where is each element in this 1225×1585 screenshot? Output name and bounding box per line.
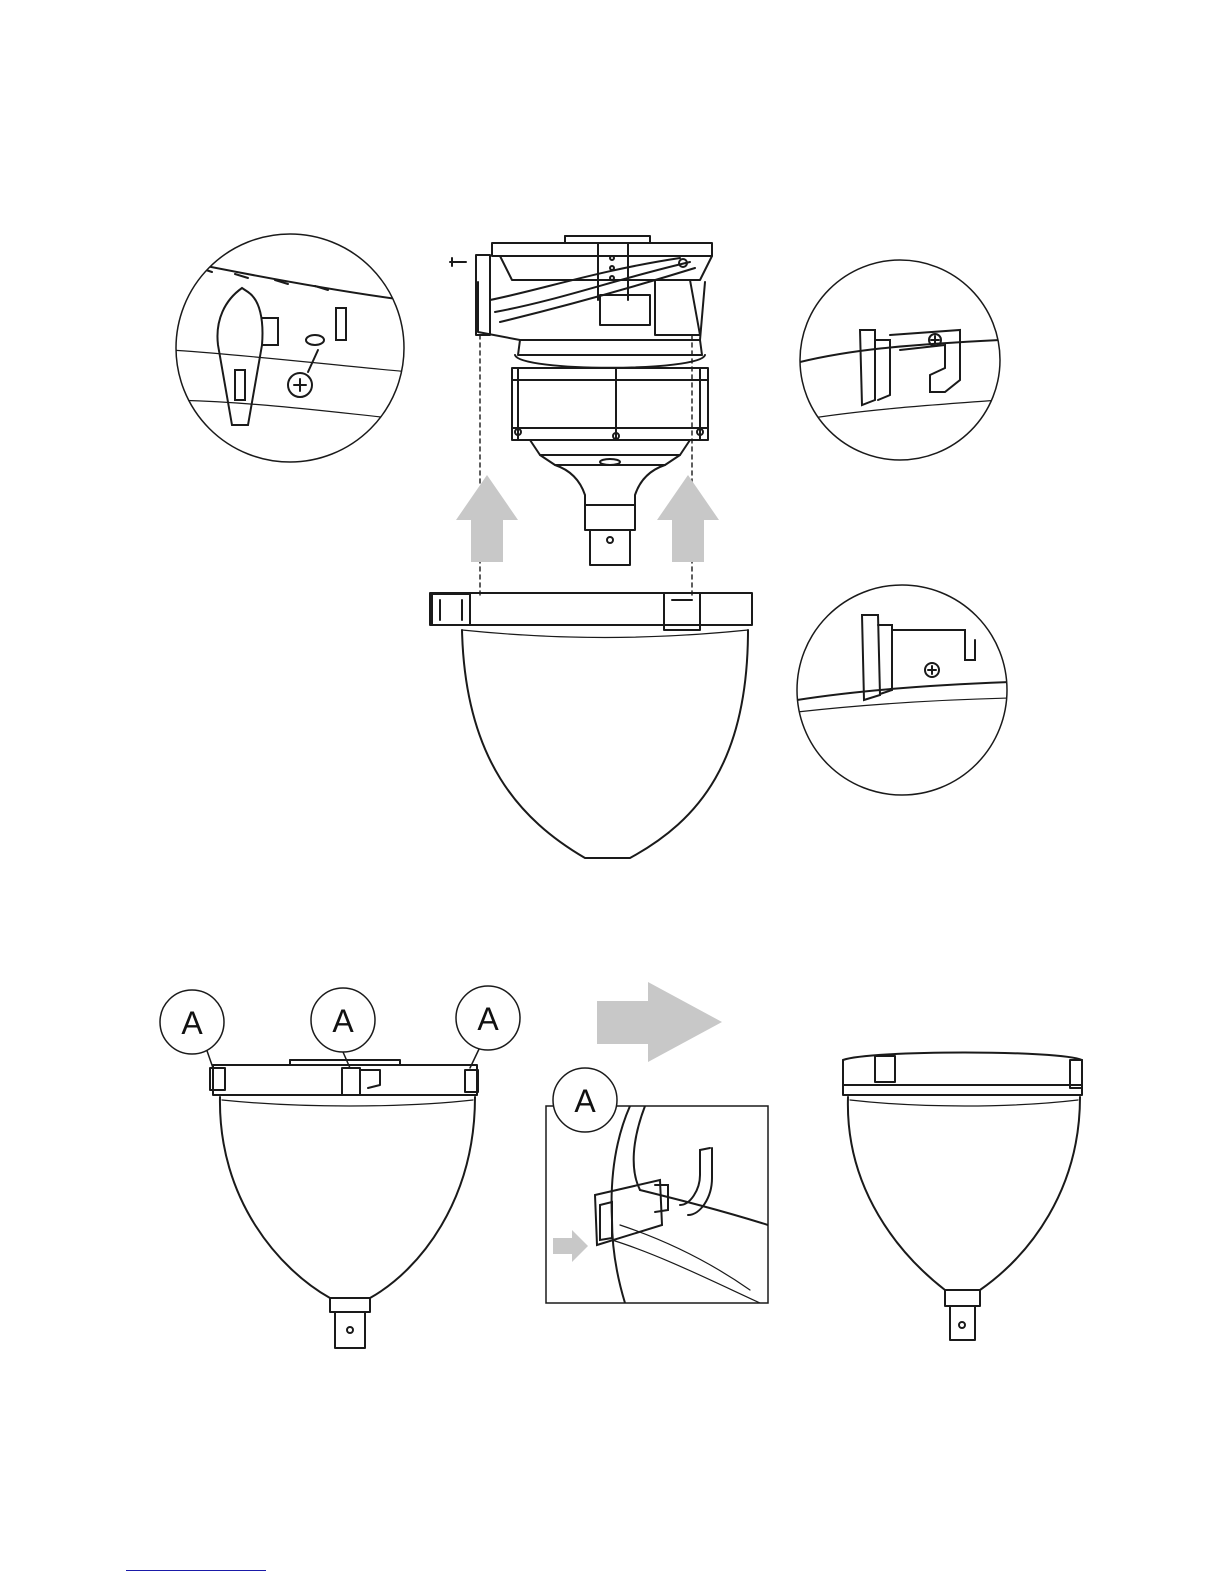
detail-box-clip-push: A [546,1068,768,1303]
detail-circle-clip-installed [800,260,1000,460]
up-arrow-icon [456,475,518,562]
canopy-bowl-clips-marked [205,1045,480,1348]
callout-a-right: A [456,986,520,1050]
callout-a-middle: A [311,988,375,1052]
detail-circle-clip-locked [797,585,1010,795]
up-arrow-icon [657,475,719,562]
svg-text:A: A [181,1005,203,1041]
callout-a-left: A [160,990,224,1054]
footer-link-underline[interactable] [126,1570,266,1571]
canopy-bowl [430,593,752,858]
svg-text:A: A [477,1001,499,1037]
svg-text:A: A [574,1083,596,1119]
canopy-bowl-assembled [843,1053,1082,1341]
detail-circle-clip-screw [170,234,410,462]
svg-text:A: A [332,1003,354,1039]
callout-a-detail: A [553,1068,617,1132]
right-arrow-icon [597,982,722,1062]
